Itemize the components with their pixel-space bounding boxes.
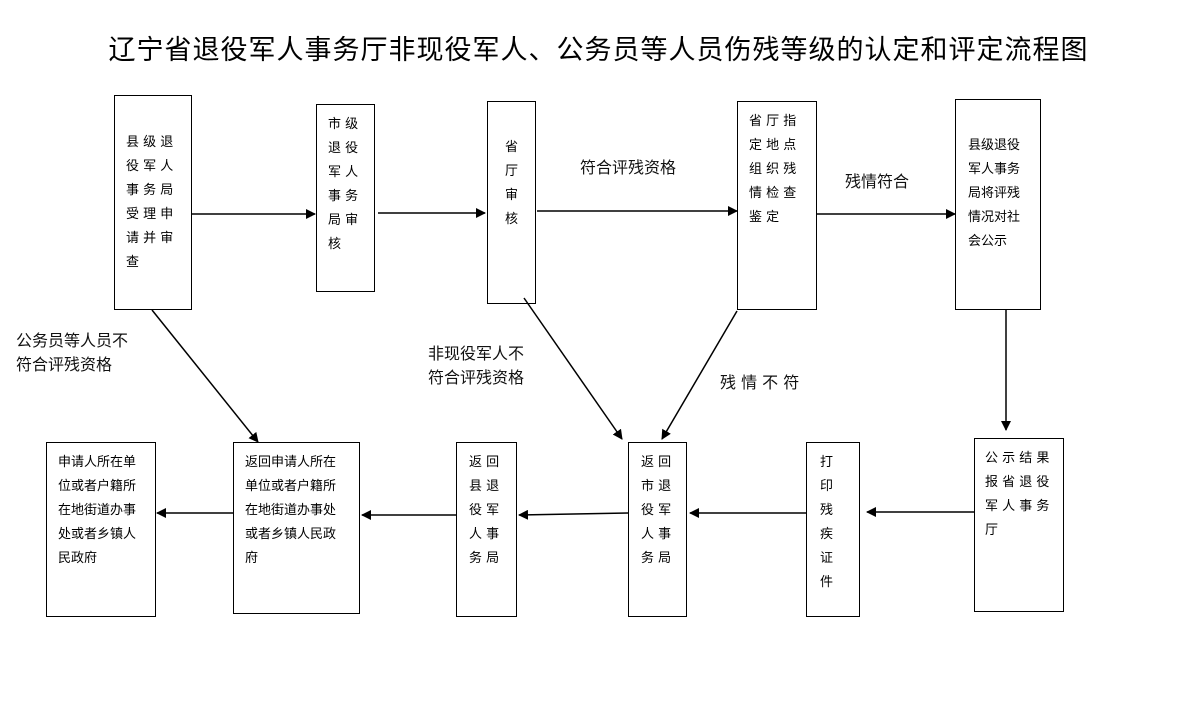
civil-servant-unqualified-label: 公务员等人员不 符合评残资格 (16, 331, 129, 374)
arrow-province-to-return-city (523, 297, 623, 440)
county-accept-box: 县 级 退 役 军 人 事 务 局 受 理 申 请 并 审 查 (114, 95, 192, 310)
non-soldier-unqualified-label: 非现役军人不 符合评残资格 (428, 344, 525, 387)
county-publicize-box: 县级退役 军人事务 局将评残 情况对社 会公示 (955, 99, 1041, 310)
arrow-return-city-to-county (518, 509, 629, 520)
return-city-box: 返 回 市 退 役 军 人 事 务 局 (628, 442, 687, 617)
return-unit-text: 返回申请人所在 单位或者户籍所 在地街道办事处 或者乡镇人民政 府 (245, 455, 337, 566)
province-exam-text: 省 厅 指 定 地 点 组 织 残 情 检 查 鉴 定 (749, 114, 797, 225)
return-unit-box: 返回申请人所在 单位或者户籍所 在地街道办事处 或者乡镇人民政 府 (233, 442, 360, 614)
province-review-text: 省 厅 审 核 (505, 140, 519, 227)
condition-match-label: 残情符合 (845, 172, 910, 191)
return-county-box: 返 回 县 退 役 军 人 事 务 局 (456, 442, 517, 617)
page-title: 辽宁省退役军人事务厅非现役军人、公务员等人员伤残等级的认定和评定流程图 (108, 35, 1089, 66)
return-county-text: 返 回 县 退 役 军 人 事 务 局 (469, 455, 500, 566)
report-result-text: 公 示 结 果 报 省 退 役 军 人 事 务 厅 (985, 451, 1050, 538)
province-exam-box: 省 厅 指 定 地 点 组 织 残 情 检 查 鉴 定 (737, 101, 817, 310)
city-review-box: 市 级 退 役 军 人 事 务 局 审 核 (316, 104, 375, 292)
return-city-text: 返 回 市 退 役 军 人 事 务 局 (641, 455, 672, 566)
city-review-text: 市 级 退 役 军 人 事 务 局 审 核 (328, 117, 359, 252)
applicant-unit-text: 申请人所在单 位或者户籍所 在地街道办事 处或者乡镇人 民政府 (58, 455, 137, 566)
province-review-box: 省 厅 审 核 (487, 101, 536, 304)
print-certificate-text: 打 印 残 疾 证 件 (820, 455, 834, 590)
qualified-label: 符合评残资格 (580, 158, 677, 177)
applicant-unit-box: 申请人所在单 位或者户籍所 在地街道办事 处或者乡镇人 民政府 (46, 442, 156, 617)
print-certificate-box: 打 印 残 疾 证 件 (806, 442, 860, 617)
report-result-box: 公 示 结 果 报 省 退 役 军 人 事 务 厅 (974, 438, 1064, 612)
arrow-county-to-return-unit (151, 309, 259, 443)
arrow-exam-to-return-city (661, 310, 738, 440)
county-publicize-text: 县级退役 军人事务 局将评残 情况对社 会公示 (968, 138, 1021, 249)
county-accept-text: 县 级 退 役 军 人 事 务 局 受 理 申 请 并 审 查 (126, 135, 174, 270)
condition-mismatch-label: 残 情 不 符 (720, 373, 800, 392)
